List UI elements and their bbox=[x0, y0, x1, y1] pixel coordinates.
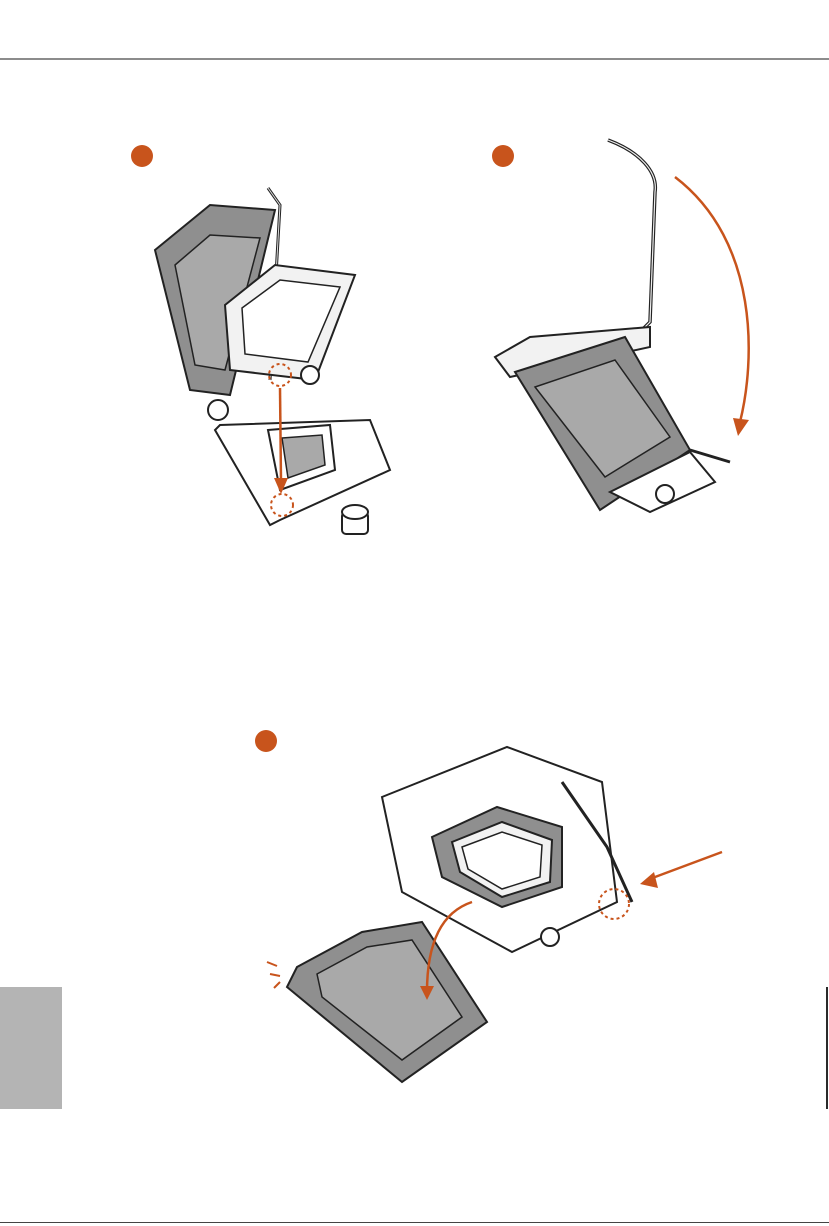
footer-rule bbox=[0, 1222, 829, 1223]
cpu-insert-illustration bbox=[150, 180, 410, 550]
figure-pnp-cap bbox=[262, 742, 732, 1092]
side-language-tab bbox=[0, 987, 62, 1109]
right-edge-marker bbox=[826, 987, 828, 1109]
figure-cpu-insert bbox=[150, 180, 410, 550]
pnp-cap-illustration bbox=[262, 742, 732, 1092]
step-marker-1 bbox=[131, 145, 153, 167]
header-rule bbox=[0, 58, 829, 60]
figure-close-lever bbox=[490, 132, 770, 517]
close-lever-illustration bbox=[490, 132, 770, 517]
